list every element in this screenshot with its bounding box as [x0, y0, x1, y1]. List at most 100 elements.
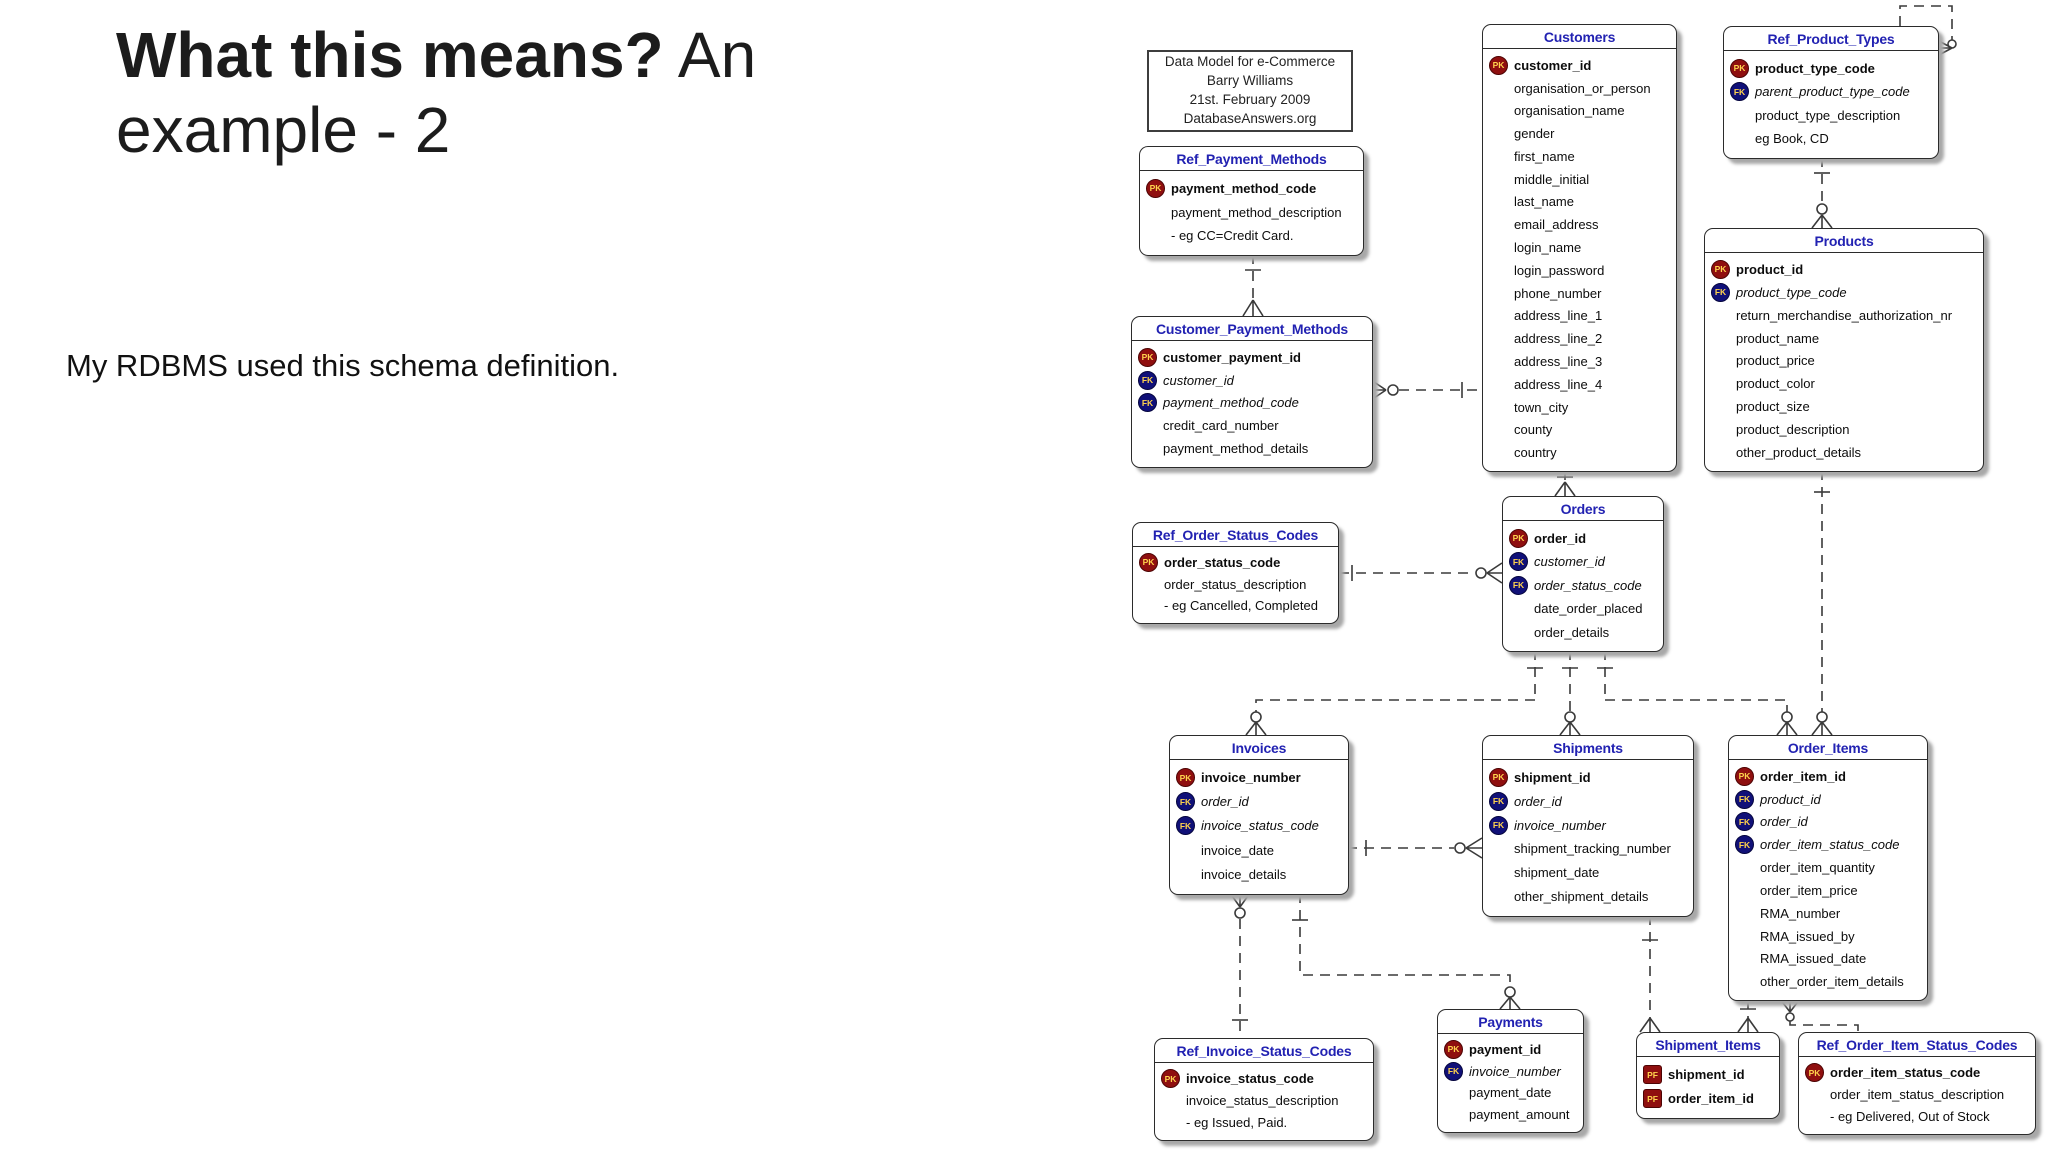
attribute-name: invoice_status_code: [1201, 818, 1319, 834]
attribute-name: first_name: [1514, 148, 1575, 164]
attribute-name: payment_method_code: [1171, 180, 1317, 196]
attribute-row: product_name: [1711, 329, 1978, 348]
attribute-row: organisation_name: [1489, 101, 1671, 120]
attribute-row: product_type_description: [1730, 106, 1933, 125]
attribute-name: product_type_description: [1755, 107, 1901, 123]
pk-key-icon: PK: [1176, 768, 1195, 788]
attribute-name: customer_id: [1163, 372, 1234, 388]
pk-key-icon: PK: [1805, 1063, 1824, 1082]
attribute-name: shipment_date: [1514, 865, 1600, 881]
attribute-name: order_item_id: [1668, 1091, 1754, 1106]
attribute-name: customer_id: [1534, 554, 1605, 569]
attribute-name: login_password: [1514, 262, 1605, 278]
attribute-name: phone_number: [1514, 285, 1602, 301]
attribute-name: gender: [1514, 126, 1555, 142]
attribute-name: product_id: [1760, 791, 1821, 807]
attribute-name: address_line_1: [1514, 308, 1603, 324]
attribute-row: - eg Cancelled, Completed: [1139, 596, 1333, 615]
fk-key-icon: FK: [1176, 816, 1195, 836]
entity-title: Invoices: [1170, 736, 1348, 760]
attribute-name: shipment_tracking_number: [1514, 841, 1671, 857]
attribute-name: order_id: [1760, 814, 1808, 830]
pk-key-icon: PK: [1161, 1069, 1180, 1088]
attribute-name: RMA_issued_date: [1760, 951, 1867, 967]
attribute-row: address_line_4: [1489, 375, 1671, 394]
attribute-row: county: [1489, 420, 1671, 439]
attribute-name: invoice_number: [1514, 817, 1606, 833]
attribute-row: product_color: [1711, 374, 1978, 393]
attribute-name: product_size: [1736, 399, 1810, 415]
attribute-name: order_status_code: [1534, 577, 1642, 593]
attribute-row: payment_date: [1444, 1083, 1578, 1102]
attribute-name: order_item_status_description: [1830, 1087, 2005, 1102]
attribute-name: payment_date: [1469, 1085, 1552, 1101]
attribute-row: address_line_3: [1489, 352, 1671, 371]
attribute-name: date_order_placed: [1534, 601, 1643, 616]
attribute-name: customer_payment_id: [1163, 349, 1301, 365]
entity-title: Ref_Payment_Methods: [1140, 147, 1363, 171]
attribute-row: - eg Issued, Paid.: [1161, 1113, 1368, 1132]
fk-key-icon: FK: [1730, 82, 1749, 102]
attribute-name: - eg CC=Credit Card.: [1171, 228, 1294, 244]
attribute-name: invoice_date: [1201, 842, 1274, 858]
attribute-name: product_type_code: [1755, 60, 1875, 76]
attribute-row: other_product_details: [1711, 443, 1978, 462]
attribute-name: product_name: [1736, 330, 1820, 346]
attribute-name: order_id: [1514, 793, 1562, 809]
attribute-row: invoice_details: [1176, 865, 1343, 884]
attribute-row: gender: [1489, 124, 1671, 143]
attribute-row: return_merchandise_authorization_nr: [1711, 306, 1978, 325]
entity-title: Ref_Order_Item_Status_Codes: [1799, 1033, 2035, 1057]
attribute-name: town_city: [1514, 399, 1569, 415]
attribute-name: RMA_number: [1760, 905, 1841, 921]
pk-key-icon: PK: [1138, 347, 1157, 367]
pk-key-icon: PK: [1735, 766, 1754, 786]
fk-key-icon: FK: [1138, 393, 1157, 413]
fk-key-icon: FK: [1176, 792, 1195, 812]
attribute-row: order_item_status_description: [1805, 1085, 2030, 1104]
attribute-name: address_line_4: [1514, 376, 1603, 392]
attribute-row: RMA_issued_by: [1735, 927, 1922, 946]
attribute-row: - eg Delivered, Out of Stock: [1805, 1107, 2030, 1126]
entity-title: Shipment_Items: [1637, 1033, 1779, 1057]
pk-key-icon: PK: [1489, 55, 1508, 75]
note-box: Data Model for e-Commerce Barry Williams…: [1147, 50, 1353, 132]
entity-title: Shipments: [1483, 736, 1693, 760]
attribute-row: RMA_issued_date: [1735, 949, 1922, 968]
attribute-row: first_name: [1489, 147, 1671, 166]
attribute-row: login_name: [1489, 238, 1671, 257]
entity-title: Products: [1705, 229, 1983, 253]
attribute-row: FK invoice_status_code: [1176, 816, 1343, 836]
entity-title: Order_Items: [1729, 736, 1927, 760]
attribute-name: order_status_description: [1164, 576, 1307, 592]
slide-body-text: My RDBMS used this schema definition.: [66, 348, 620, 383]
pk-key-icon: PK: [1711, 259, 1730, 279]
attribute-name: RMA_issued_by: [1760, 928, 1855, 944]
slide-title: What this means? An example - 2: [116, 18, 936, 168]
attribute-name: country: [1514, 445, 1557, 461]
entity-title: Payments: [1438, 1010, 1583, 1034]
fk-key-icon: FK: [1489, 791, 1508, 811]
attribute-name: product_description: [1736, 422, 1850, 438]
attribute-row: town_city: [1489, 398, 1671, 417]
attribute-row: payment_method_details: [1138, 439, 1367, 458]
